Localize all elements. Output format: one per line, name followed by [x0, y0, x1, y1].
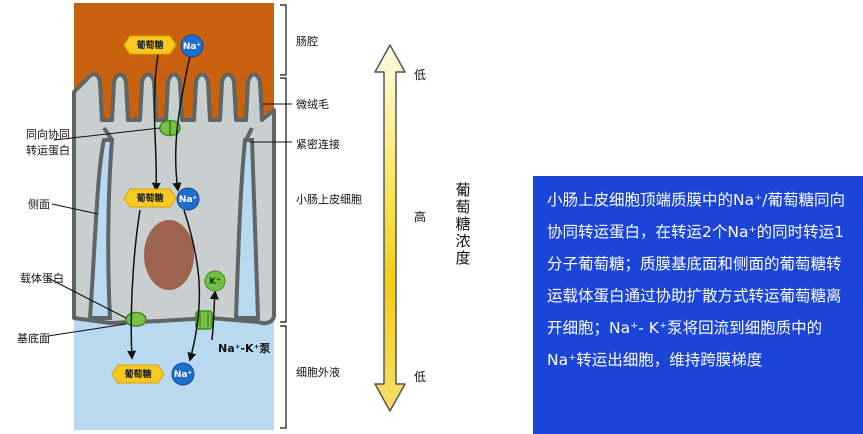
glucose-chip-cell: 葡萄糖 [123, 188, 177, 208]
na-k-pump-label: Na⁺-K⁺泵 [218, 342, 271, 355]
info-text: 小肠上皮细胞顶端质膜中的Na⁺/葡萄糖同向协同转运蛋白，在转运2个Na⁺的同时转… [547, 191, 845, 369]
na-ion-lumen-label: Na⁺ [183, 42, 202, 52]
glucose-uptake-arrow [151, 53, 161, 192]
concentration-high: 高 [414, 210, 427, 224]
k-uptake-arrow [209, 290, 219, 341]
concentration-gradient-arrow [374, 44, 406, 412]
symporter-protein [159, 119, 181, 137]
glucose-chip-extracellular: 葡萄糖 [111, 364, 165, 384]
tight-junction-right [244, 127, 254, 141]
info-box: 小肠上皮细胞顶端质膜中的Na⁺/葡萄糖同向协同转运蛋白，在转运2个Na⁺的同时转… [533, 176, 863, 434]
basal-leader [47, 323, 127, 337]
glucose-chip-cell-label: 葡萄糖 [135, 192, 163, 204]
glucose-exit-arrow [127, 209, 141, 360]
cell-bracket [280, 77, 287, 323]
concentration-low-top: 低 [414, 68, 427, 82]
epithelial-cell-label: 小肠上皮细胞 [296, 193, 362, 206]
carrier-label: 载体蛋白 [20, 272, 64, 285]
concentration-title-char: 萄 [455, 198, 471, 216]
k-ion: K⁺ [204, 270, 226, 292]
microvilli-label: 微绒毛 [296, 98, 329, 111]
na-ion-cell-label: Na⁺ [179, 195, 198, 205]
extracellular-bracket [280, 325, 287, 429]
lateral-leader [51, 203, 99, 215]
na-ion-cell: Na⁺ [176, 187, 200, 211]
glucose-chip-lumen: 葡萄糖 [123, 35, 177, 55]
symporter-label-line1: 同向协同 [26, 128, 70, 141]
concentration-title-char: 度 [455, 249, 471, 267]
glucose-chip-lumen-label: 葡萄糖 [135, 39, 163, 51]
carrier-protein [125, 311, 147, 327]
na-uptake-arrow [172, 55, 191, 192]
glucose-chip-extracellular-label: 葡萄糖 [123, 368, 151, 380]
concentration-low-bottom: 低 [414, 370, 427, 384]
na-ion-extracellular: Na⁺ [171, 362, 195, 386]
basal-label: 基底面 [17, 332, 50, 345]
lateral-space-right [233, 138, 261, 320]
tight-junction-label: 紧密连接 [296, 138, 340, 151]
concentration-title-char: 葡 [455, 181, 471, 199]
lumen-bracket [280, 4, 287, 76]
nucleus [144, 220, 194, 290]
concentration-title: 葡 萄 糖 浓 度 [454, 182, 472, 267]
na-k-pump [195, 310, 213, 330]
concentration-title-char: 浓 [455, 232, 471, 250]
symporter-leader [53, 127, 161, 141]
lateral-label: 侧面 [28, 198, 50, 211]
extracellular-label: 细胞外液 [296, 366, 340, 379]
lumen-label: 肠腔 [296, 35, 318, 48]
na-ion-lumen: Na⁺ [180, 34, 204, 58]
na-exit-arrow [183, 209, 201, 362]
na-ion-extracellular-label: Na⁺ [174, 370, 193, 380]
lateral-space-left [87, 138, 115, 320]
k-ion-label: K⁺ [209, 277, 221, 287]
symporter-label-line2: 转运蛋白 [26, 144, 70, 157]
concentration-title-char: 糖 [455, 215, 471, 233]
carrier-leader [47, 277, 127, 319]
